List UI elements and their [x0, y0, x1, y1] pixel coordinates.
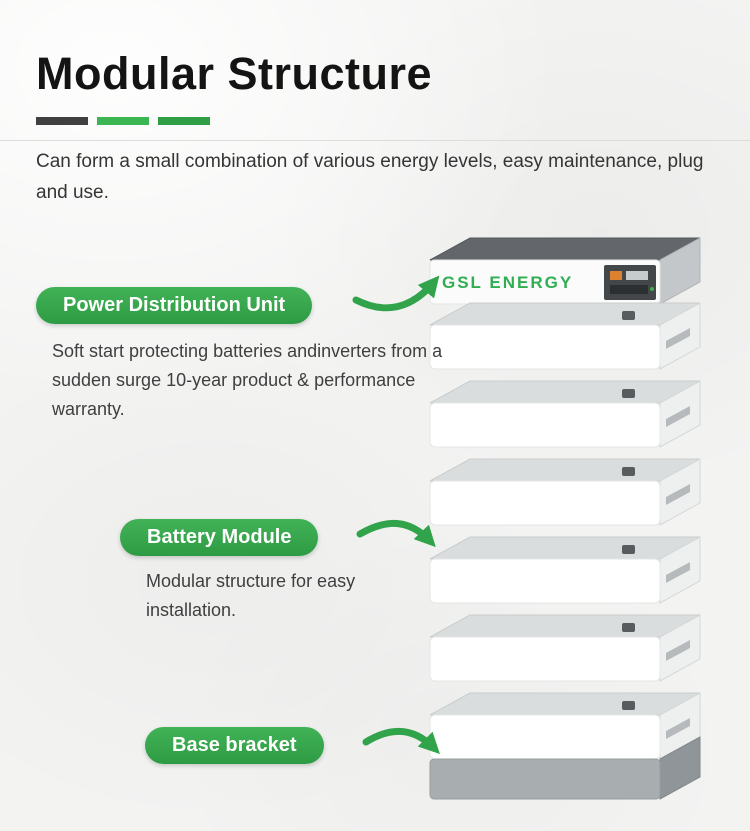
pdu-connector-panel	[604, 265, 656, 300]
accent-bar-green-1	[97, 117, 149, 125]
vent-slot	[666, 406, 690, 427]
battery-description: Modular structure for easy installation.	[146, 571, 356, 620]
handle-nub	[622, 311, 635, 320]
header-divider	[0, 140, 750, 141]
vent-slot	[666, 328, 690, 349]
handle-nub	[622, 623, 635, 632]
base-label-pill: Base bracket	[145, 727, 324, 764]
handle-nub	[622, 545, 635, 554]
vent-slot	[666, 562, 690, 583]
base-arrow	[362, 727, 440, 754]
battery-module	[429, 380, 701, 448]
handle-nub	[622, 389, 635, 398]
base-label: Base bracket	[172, 734, 297, 756]
pdu-arrow	[352, 275, 440, 312]
battery-module	[429, 302, 701, 370]
handle-nub	[622, 467, 635, 476]
vent-slot	[666, 640, 690, 661]
battery-module	[429, 458, 701, 526]
pdu-unit: GSL ENERGY	[429, 237, 701, 305]
vent-slot	[666, 718, 690, 739]
handle-nub	[622, 701, 635, 710]
accent-bar-green-2	[158, 117, 210, 125]
page-title: Modular Structure	[36, 48, 433, 99]
battery-label: Battery Module	[147, 526, 292, 548]
intro-text: Can form a small combination of various …	[36, 151, 704, 204]
battery-module	[429, 614, 701, 682]
battery-module	[429, 536, 701, 604]
brand-text: GSL ENERGY	[442, 273, 573, 292]
vent-slot	[666, 484, 690, 505]
pdu-label: Power Distribution Unit	[63, 294, 286, 316]
battery-arrow	[356, 520, 436, 548]
accent-bar-dark	[36, 117, 88, 125]
base-bracket	[429, 736, 701, 800]
battery-module	[429, 692, 701, 760]
pdu-label-pill: Power Distribution Unit	[36, 287, 313, 324]
battery-label-pill: Battery Module	[120, 519, 319, 556]
pdu-description: Soft start protecting batteries andinver…	[52, 341, 443, 419]
